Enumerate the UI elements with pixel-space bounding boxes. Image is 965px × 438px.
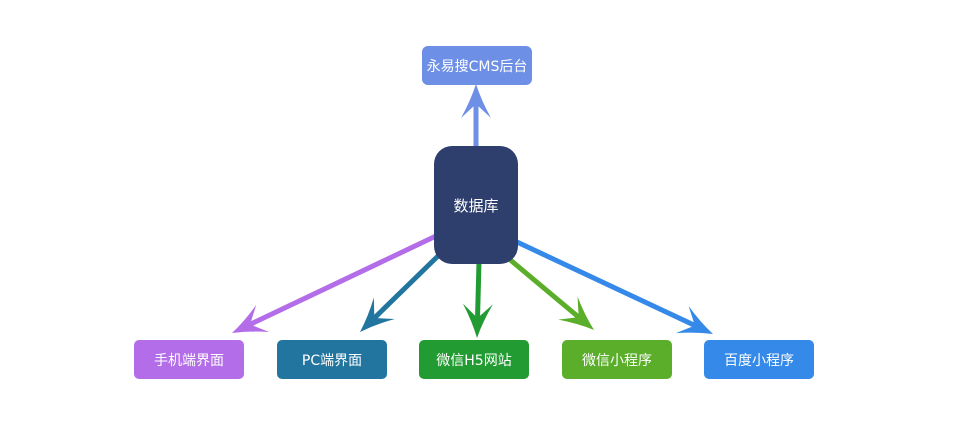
edge-db-to-baidu: [514, 239, 713, 334]
edge-line: [505, 255, 580, 319]
edge-db-to-h5: [462, 259, 493, 338]
arrow-head-icon: [558, 296, 594, 330]
arrow-head-icon: [675, 305, 713, 334]
node-cms-backend[interactable]: 永易搜CMS后台: [422, 46, 532, 85]
node-database[interactable]: 数据库: [434, 146, 518, 264]
edge-db-to-pc: [360, 253, 441, 332]
edge-line: [249, 233, 439, 327]
arrow-head-icon: [461, 84, 491, 118]
edge-line: [514, 239, 696, 328]
edge-line: [475, 259, 482, 319]
arrow-head-icon: [360, 297, 395, 332]
edge-line: [373, 253, 441, 320]
edge-db-to-mobile: [232, 233, 439, 333]
arrow-head-icon: [232, 304, 270, 333]
node-mobile-ui[interactable]: 手机端界面: [134, 340, 244, 379]
node-wechat-h5-site[interactable]: 微信H5网站: [419, 340, 529, 379]
node-pc-ui[interactable]: PC端界面: [277, 340, 387, 379]
node-wechat-mini-program[interactable]: 微信小程序: [562, 340, 672, 379]
arrow-head-icon: [462, 303, 493, 338]
node-baidu-mini-program[interactable]: 百度小程序: [704, 340, 814, 379]
edge-db-to-wechat: [505, 255, 594, 330]
edge-db-to-cms: [461, 84, 491, 149]
